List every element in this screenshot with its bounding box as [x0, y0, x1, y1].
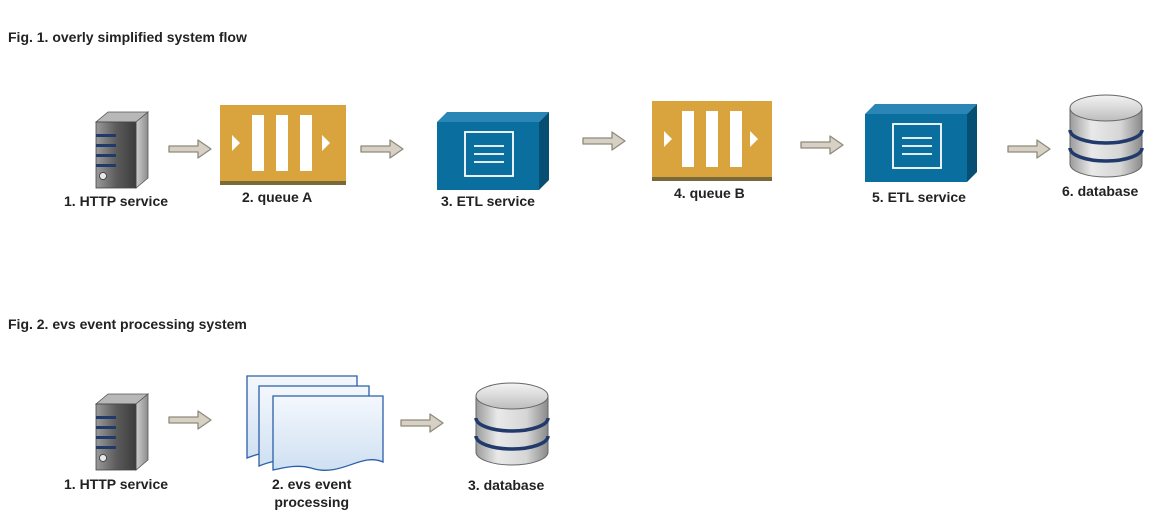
fig1-http-service-node	[88, 110, 158, 190]
fig1-etl-service-label: 3. ETL service	[441, 193, 535, 209]
queue-icon	[652, 101, 772, 181]
fig1-queue-a-node	[220, 105, 346, 185]
fig2-database-label: 3. database	[468, 477, 545, 493]
fig2-http-service-label: 1. HTTP service	[64, 476, 169, 492]
arrow-right-icon	[582, 131, 626, 151]
server-icon	[94, 393, 150, 471]
fig1-etl-service-node	[437, 112, 553, 192]
etl-service-icon	[865, 104, 977, 182]
fig1-http-service-label: 1. HTTP service	[64, 193, 169, 209]
fig2-arrow-1	[168, 409, 212, 431]
fig1-database-label: 6. database	[1062, 183, 1139, 199]
fig1-queue-b-node	[652, 101, 772, 181]
fig2-arrow-2	[400, 412, 444, 434]
fig2-evs-processing-label: 2. evs event processing	[272, 475, 351, 511]
fig1-arrow-5	[1007, 138, 1051, 160]
fig1-arrow-2	[360, 138, 404, 160]
fig1-queue-a-label: 2. queue A	[242, 189, 313, 205]
database-icon	[1068, 94, 1144, 178]
fig2-evs-processing-node	[245, 374, 385, 471]
fig1-arrow-3	[582, 130, 626, 152]
fig1-queue-b-label: 4. queue B	[674, 185, 745, 201]
queue-icon	[220, 105, 346, 185]
fig1-database-node	[1068, 94, 1144, 180]
fig1-arrow-4	[800, 134, 844, 156]
documents-icon	[246, 375, 384, 471]
arrow-right-icon	[1007, 139, 1051, 159]
arrow-right-icon	[360, 139, 404, 159]
server-icon	[94, 111, 150, 189]
etl-service-icon	[437, 112, 549, 190]
database-icon	[474, 382, 550, 466]
fig2-title: Fig. 2. evs event processing system	[8, 316, 247, 332]
fig2-database-node	[474, 382, 550, 468]
arrow-right-icon	[168, 410, 212, 430]
fig1-arrow-1	[168, 138, 212, 160]
fig1-etl-service-2-node	[865, 104, 981, 184]
evs-label-line1: 2. evs event	[272, 476, 352, 492]
fig1-title: Fig. 1. overly simplified system flow	[8, 29, 247, 45]
arrow-right-icon	[800, 135, 844, 155]
fig1-etl-service-2-label: 5. ETL service	[872, 189, 966, 205]
arrow-right-icon	[400, 413, 444, 433]
arrow-right-icon	[168, 139, 212, 159]
evs-label-line2: processing	[274, 494, 350, 510]
fig2-http-service-node	[88, 392, 158, 472]
